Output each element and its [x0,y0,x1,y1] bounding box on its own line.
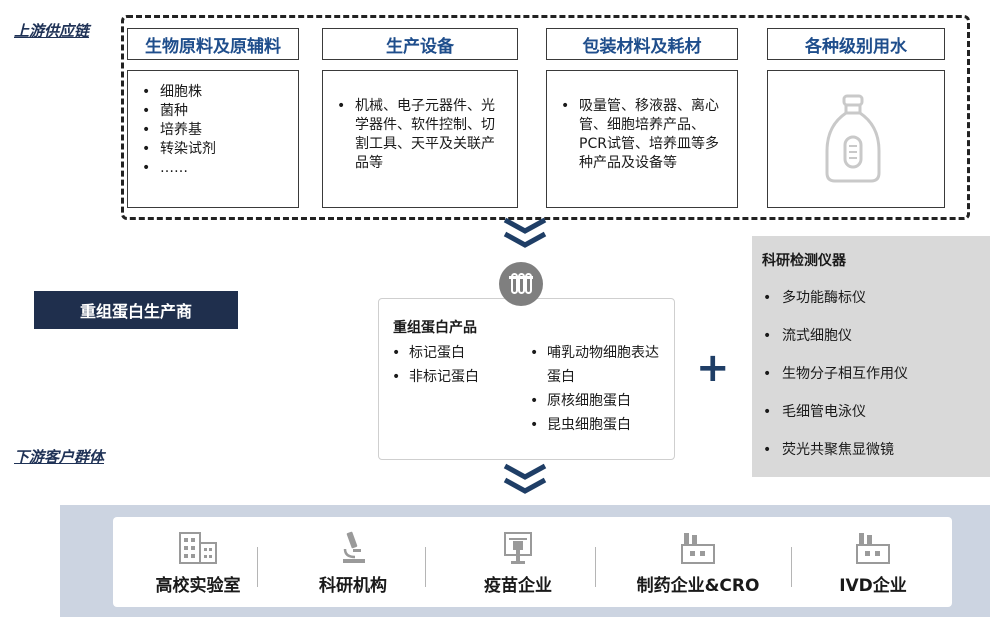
list-item: 流式细胞仪 [760,324,908,362]
category-header-raw-materials: 生物原料及原辅料 [127,28,299,60]
chevron-down-icon [503,217,547,248]
upstream-section-label: 上游供应链 [14,22,90,40]
customer-research-institute: 科研机构 [273,517,433,607]
list-item: 菌种 [140,102,288,121]
customer-label: 制药企业&CRO [636,575,760,596]
category-header-packaging: 包装材料及耗材 [546,28,738,60]
list-item: 原核细胞蛋白 [527,389,667,413]
category-box-water [767,70,945,208]
category-box-equipment: 机械、电子元器件、光学器件、软件控制、切割工具、天平及关联产品等 [322,70,518,208]
list-item: 培养基 [140,121,288,140]
customer-label: 疫苗企业 [484,575,552,596]
customer-university-lab: 高校实验室 [123,517,273,607]
instruments-list: 多功能酶标仪 流式细胞仪 生物分子相互作用仪 毛细管电泳仪 荧光共聚焦显微镜 [760,286,908,476]
product-box: 重组蛋白产品 标记蛋白 非标记蛋白 哺乳动物细胞表达蛋白 原核细胞蛋白 昆虫细胞… [378,298,675,460]
customer-vaccine-company: 疫苗企业 [433,517,603,607]
customer-label: 高校实验室 [155,575,241,596]
plus-icon: + [696,345,730,391]
customer-ivd-company: IVD企业 [803,517,943,607]
building-icon [179,531,217,564]
divider [425,547,426,587]
customer-label: IVD企业 [839,575,907,596]
product-title: 重组蛋白产品 [393,320,477,336]
instruments-title: 科研检测仪器 [762,253,846,269]
divider [595,547,596,587]
list-item: 哺乳动物细胞表达蛋白 [527,341,667,389]
divider [791,547,792,587]
downstream-section-label: 下游客户群体 [14,448,105,466]
upstream-container [121,15,970,220]
customer-pharma-cro: 制药企业&CRO [603,517,793,607]
list-item: 机械、电子元器件、光学器件、软件控制、切割工具、天平及关联产品等 [335,97,507,173]
test-tubes-icon [499,262,543,306]
list-item: …… [140,159,288,178]
list-item: 多功能酶标仪 [760,286,908,324]
customers-card: 高校实验室 科研机构 疫苗企业 制药企业&CRO [113,517,952,607]
customer-label: 科研机构 [319,575,387,596]
category-header-equipment: 生产设备 [322,28,518,60]
microscope-icon [343,531,365,563]
list-item: 荧光共聚焦显微镜 [760,438,908,476]
list-item: 昆虫细胞蛋白 [527,413,667,437]
list-item: 转染试剂 [140,140,288,159]
producer-label: 重组蛋白生产商 [34,291,238,329]
list-item: 标记蛋白 [389,341,519,365]
category-box-packaging: 吸量管、移液器、离心管、细胞培养产品、PCR试管、培养皿等多种产品及设备等 [546,70,738,208]
water-bottle-icon [825,94,881,183]
list-item: 细胞株 [140,83,288,102]
chevron-down-icon [503,463,547,494]
product-right-list: 哺乳动物细胞表达蛋白 原核细胞蛋白 昆虫细胞蛋白 [527,341,667,437]
factory-icon [681,532,715,564]
product-left-list: 标记蛋白 非标记蛋白 [389,341,519,389]
vaccine-icon [504,531,532,564]
category-header-water: 各种级别用水 [767,28,945,60]
list-item: 非标记蛋白 [389,365,519,389]
list-item: 毛细管电泳仪 [760,400,908,438]
divider [257,547,258,587]
instruments-panel: 科研检测仪器 多功能酶标仪 流式细胞仪 生物分子相互作用仪 毛细管电泳仪 荧光共… [752,236,990,477]
list-item: 吸量管、移液器、离心管、细胞培养产品、PCR试管、培养皿等多种产品及设备等 [559,97,727,173]
list-item: 生物分子相互作用仪 [760,362,908,400]
factory-icon [856,532,890,564]
category-box-raw-materials: 细胞株 菌种 培养基 转染试剂 …… [127,70,299,208]
